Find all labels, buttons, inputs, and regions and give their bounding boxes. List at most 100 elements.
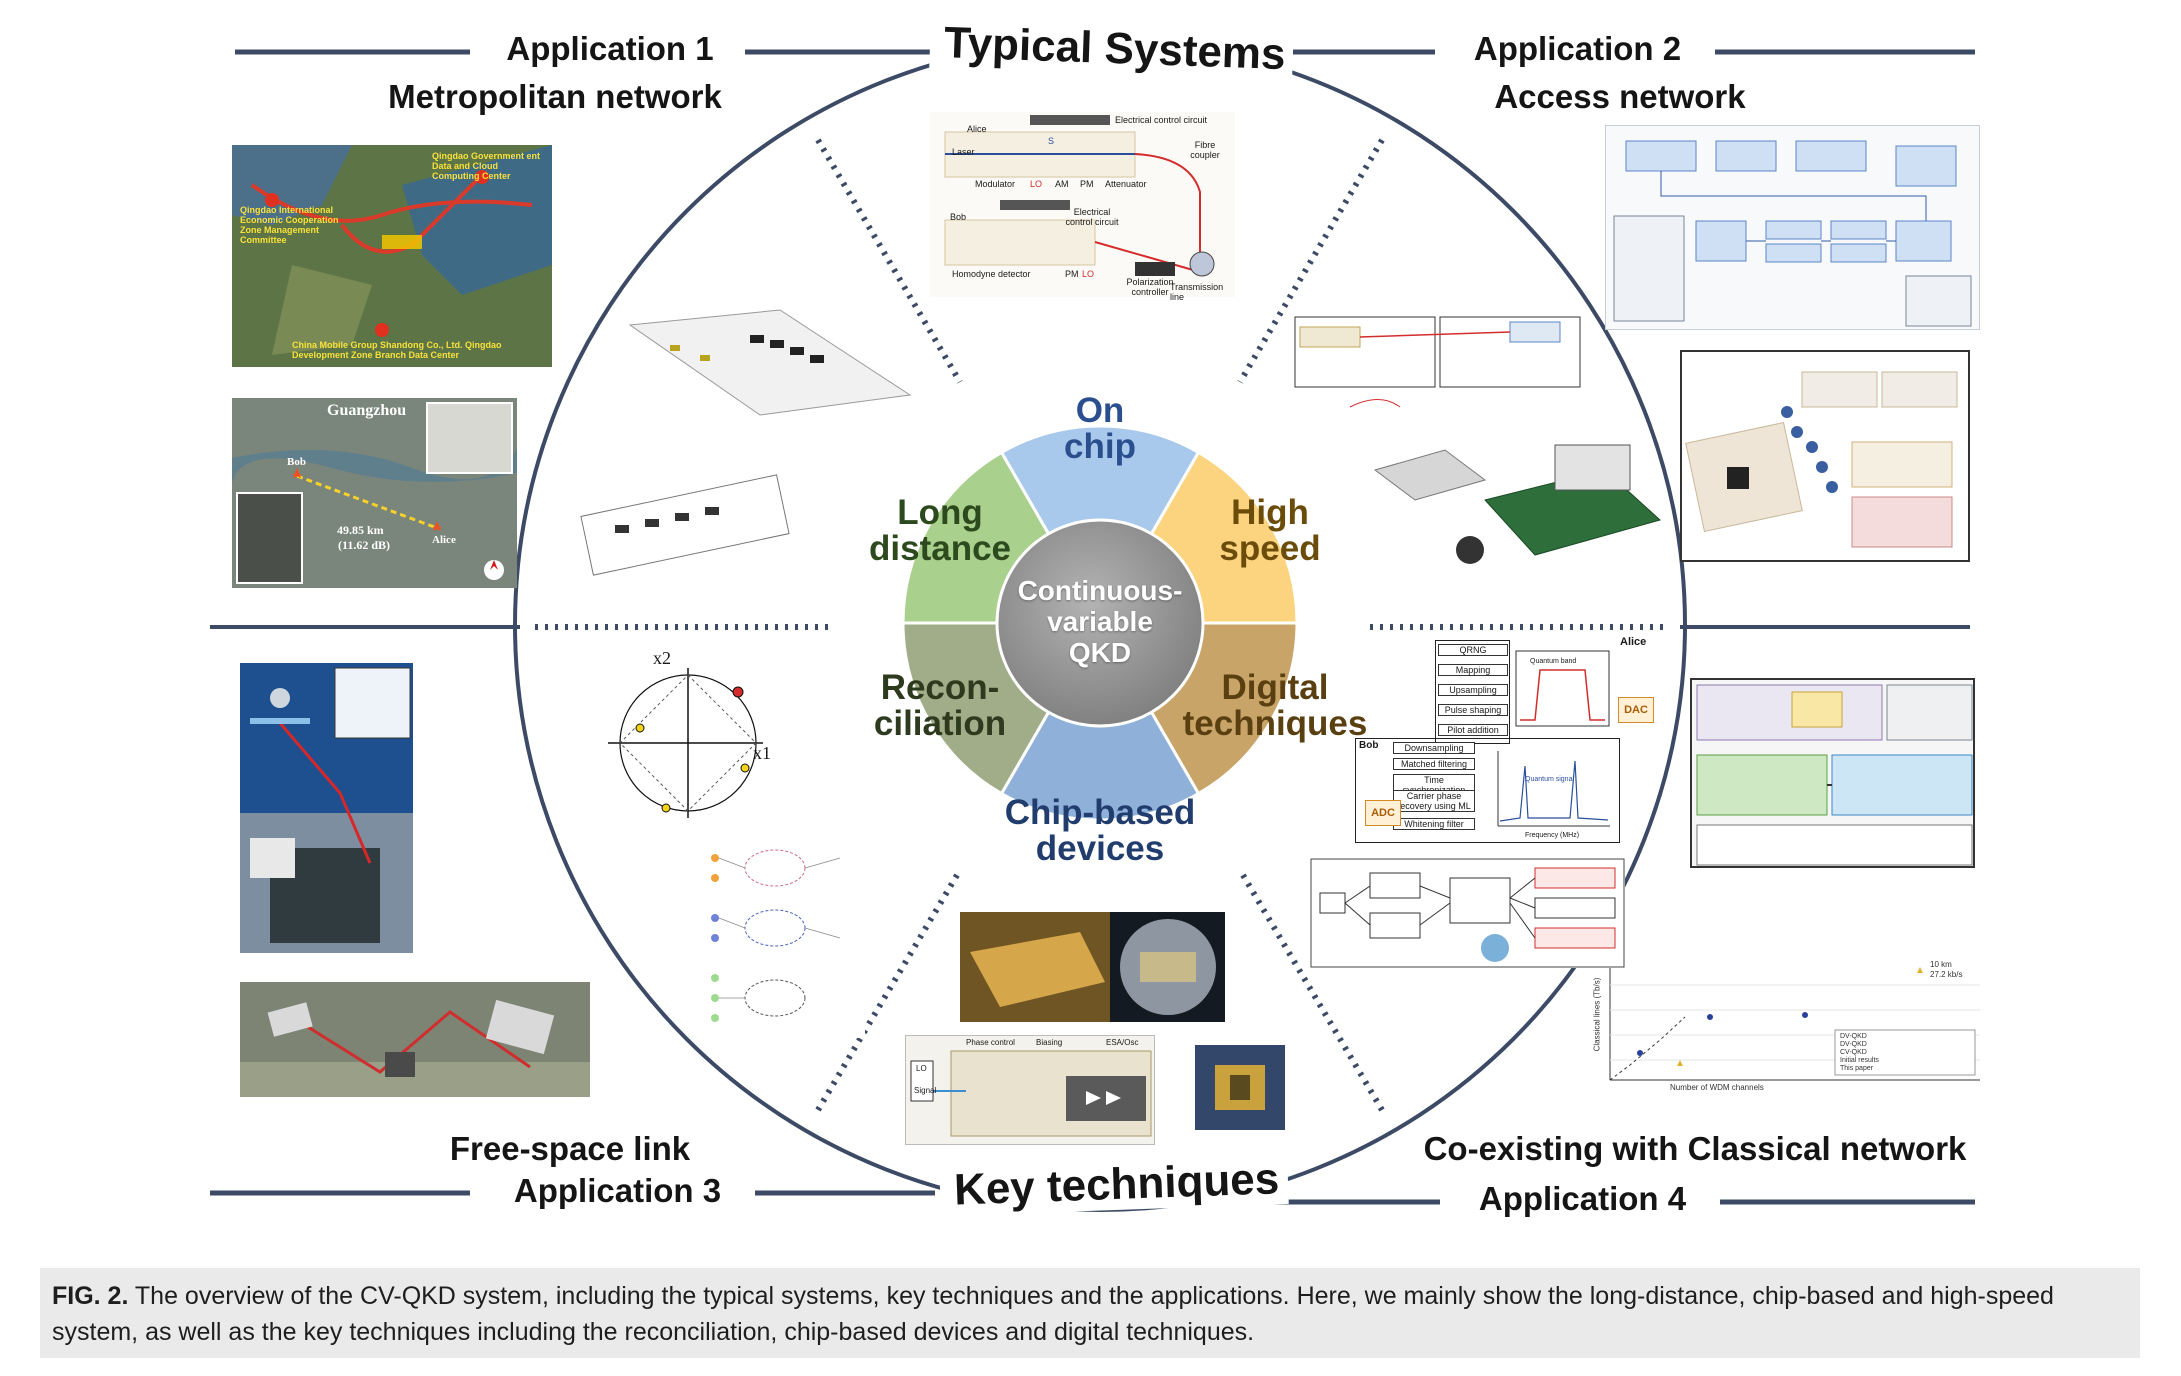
coexist-annotation-distance: 10 km [1930, 960, 1952, 969]
coexist-legend: DV-QKD DV-QKD CV-QKD Initial results Thi… [1840, 1033, 1879, 1073]
setup-lo-top: LO [1030, 179, 1043, 189]
setup-bob: Bob [950, 212, 967, 222]
setup-ecc-top: Electrical control circuit [1115, 115, 1208, 125]
application-1-number: Application 1 [475, 30, 745, 68]
setup-homodyne: Homodyne detector [952, 269, 1031, 279]
figure-caption: FIG. 2. The overview of the CV-QKD syste… [40, 1268, 2140, 1358]
sector-label-on-chip: On chip [1064, 391, 1136, 466]
metro-label-committee: Qingdao International Economic Cooperati… [240, 205, 339, 245]
digital-bob-chain: Bob Downsampling Matched filtering Time … [1355, 738, 1620, 843]
bob-block-whitening: Whitening filter [1393, 818, 1475, 830]
coexist-legend-item: DV-QKD [1840, 1041, 1867, 1048]
coexist-annotation-rate: 27.2 kb/s [1930, 970, 1963, 979]
application-4-number: Application 4 [1445, 1180, 1720, 1218]
free-space-satellite-image [240, 663, 413, 953]
chip-phase-control: Phase control [966, 1038, 1015, 1047]
application-2-number: Application 2 [1440, 30, 1715, 68]
guangzhou-loss: (11.62 dB) [338, 538, 391, 552]
application-4-name: Co-existing with Classical network [1423, 1130, 1967, 1167]
coexisting-schematic [1690, 678, 1975, 868]
application-2-name: Access network [1494, 78, 1746, 115]
coexist-legend-item: This paper [1840, 1065, 1874, 1072]
coexist-legend-item: Initial results [1840, 1057, 1879, 1064]
setup-pm: PM [1080, 179, 1094, 189]
chip-biasing: Biasing [1036, 1038, 1063, 1047]
metropolitan-map-image: Qingdao Government ent Data and Cloud Co… [232, 145, 552, 367]
setup-lo-bottom: LO [1082, 269, 1095, 279]
caption-label: FIG. 2. [52, 1282, 129, 1310]
alice-block-pilot-addition: Pilot addition [1438, 724, 1508, 736]
bob-block-downsampling: Downsampling [1393, 742, 1475, 754]
bob-block-matched-filtering: Matched filtering [1393, 758, 1475, 770]
coexist-ylabel: Classical lines (Tb/s) [1592, 977, 1602, 1052]
reconciliation-xlabel: x1 [753, 743, 771, 763]
guangzhou-city-label: Guangzhou [327, 402, 407, 419]
application-3-name: Free-space link [449, 1130, 691, 1167]
setup-modulator: Modulator [975, 179, 1016, 189]
guangzhou-bob-label: Bob [287, 456, 306, 468]
alice-block-pulse-shaping: Pulse shaping [1438, 704, 1508, 716]
high-speed-hardware [1365, 440, 1665, 570]
reconciliation-ylabel: x2 [653, 648, 671, 668]
reconciliation-graph [690, 838, 865, 1038]
sector-label-high-speed: High speed [1219, 493, 1321, 568]
long-distance-setup-3d [610, 305, 915, 425]
sector-label-long-distance: Long distance [869, 493, 1011, 568]
metro-label-branch: China Mobile Group Shandong Co., Ltd. Qi… [292, 340, 502, 360]
reconciliation-constellation: x2 x1 [598, 648, 778, 823]
digital-dsp-routine [1310, 858, 1625, 968]
digital-freq-label: Frequency (MHz) [1525, 832, 1580, 839]
coexist-legend-item: CV-QKD [1840, 1049, 1867, 1056]
setup-am: AM [1055, 179, 1069, 189]
coexist-xlabel: Number of WDM channels [1670, 1083, 1764, 1092]
center-label: Continuous- variable QKD [1017, 575, 1183, 668]
guangzhou-map-image: Guangzhou Bob Alice 49.85 km (11.62 dB) [232, 398, 517, 588]
digital-alice-chain: QRNG Mapping Upsampling Pulse shaping Pi… [1435, 640, 1610, 750]
chip-lo: LO [916, 1064, 927, 1073]
access-network-schematic [1605, 125, 1980, 330]
digital-alice-label: Alice [1620, 636, 1647, 648]
coexist-legend-item: DV-QKD [1840, 1033, 1867, 1040]
setup-pm-bottom: PM [1065, 269, 1079, 279]
metro-label-data-center: Qingdao Government ent Data and Cloud Co… [432, 151, 541, 181]
setup-fibre-coupler: Fibre coupler [1190, 140, 1220, 160]
setup-laser: Laser [952, 147, 975, 157]
caption-text: The overview of the CV-QKD system, inclu… [52, 1282, 2054, 1346]
application-1-name: Metropolitan network [388, 78, 722, 115]
coexisting-plot: Number of WDM channels Classical lines (… [1590, 955, 1985, 1095]
sector-label-reconciliation: Recon- ciliation [873, 668, 1007, 743]
center-disc [995, 518, 1205, 728]
high-speed-schematic [1290, 312, 1590, 422]
chip-based-device-layout: Phase control Biasing ESA/Osc LO Signal [905, 1035, 1155, 1145]
guangzhou-alice-label: Alice [432, 534, 456, 546]
application-3-number: Application 3 [480, 1172, 755, 1210]
sector-label-chip-based-devices: Chip-based devices [1004, 793, 1196, 868]
alice-block-upsampling: Upsampling [1438, 684, 1508, 696]
alice-block-qrng: QRNG [1438, 644, 1508, 656]
long-distance-schematic [555, 465, 805, 605]
radial-dividers [535, 138, 1665, 1112]
chip-esa: ESA/Osc [1106, 1038, 1139, 1047]
guangzhou-distance: 49.85 km [337, 523, 384, 537]
setup-transmission-line: Transmission line [1170, 282, 1224, 302]
sector-label-digital-techniques: Digital techniques [1182, 668, 1368, 743]
bob-block-carrier-phase: Carrier phase recovery using ML [1393, 790, 1475, 812]
setup-ecc-bottom: Electrical control circuit [1065, 207, 1119, 227]
access-network-chips [1680, 350, 1970, 562]
digital-dac: DAC [1618, 697, 1654, 723]
typical-system-setup: Alice Electrical control circuit Laser M… [930, 112, 1235, 302]
alice-block-mapping: Mapping [1438, 664, 1508, 676]
setup-attenuator: Attenuator [1105, 179, 1147, 189]
setup-alice: Alice [967, 124, 987, 134]
bob-plot-label: Quantum signal [1525, 776, 1575, 783]
setup-polarization: Polarization controller [1126, 277, 1174, 297]
digital-adc: ADC [1365, 800, 1401, 826]
setup-s-top: S [1048, 136, 1055, 146]
chip-photo-1 [960, 912, 1225, 1022]
alice-plot-label: Quantum band [1530, 658, 1577, 665]
chip-photo-2 [1195, 1045, 1285, 1130]
free-space-link-image [240, 982, 590, 1097]
digital-bob-label: Bob [1359, 740, 1379, 751]
